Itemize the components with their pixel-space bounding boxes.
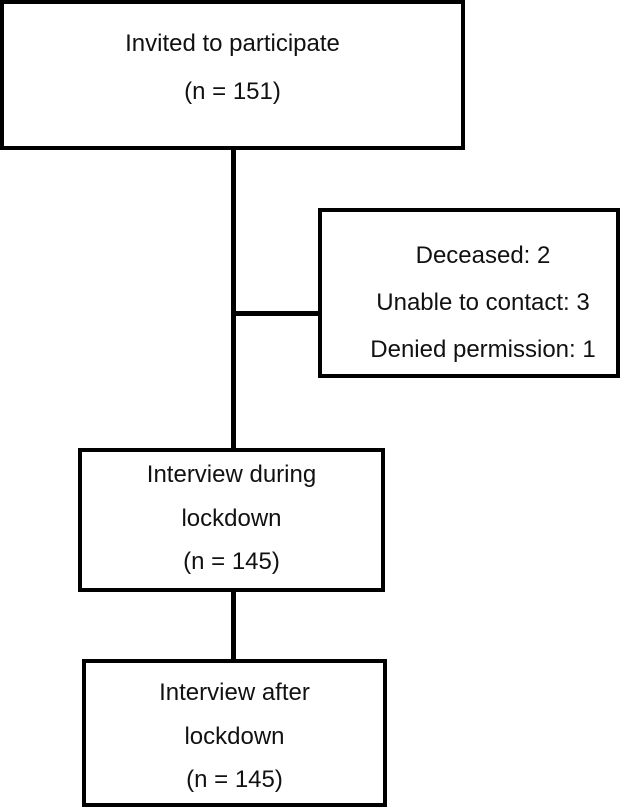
flow-box-exclusions-line-3: Denied permission: 1 xyxy=(370,336,596,363)
flow-box-exclusions-line-1: Deceased: 2 xyxy=(415,242,551,269)
flow-box-invited: Invited to participate (n = 151) xyxy=(0,0,465,150)
flow-box-interview-after-line-1: Interview after xyxy=(159,679,310,706)
flow-box-interview-during: Interview during lockdown (n = 145) xyxy=(78,448,385,592)
flow-box-interview-after-line-2: lockdown xyxy=(184,722,285,750)
connector-invited-to-during xyxy=(231,148,236,450)
flow-box-interview-after-line-3: (n = 145) xyxy=(186,766,283,793)
flow-box-interview-after: Interview after lockdown (n = 145) xyxy=(82,659,387,807)
flow-box-exclusions-line-2: Unable to contact: 3 xyxy=(376,289,590,316)
flow-box-interview-during-line-1: Interview during xyxy=(146,461,317,488)
flow-box-interview-during-line-3: (n = 145) xyxy=(183,548,280,575)
connector-branch-exclusions xyxy=(233,311,320,316)
connector-during-to-after xyxy=(231,590,236,661)
flow-box-interview-during-line-2: lockdown xyxy=(181,504,282,532)
flow-box-invited-line-2: (n = 151) xyxy=(184,78,281,105)
flow-box-invited-line-1: Invited to participate xyxy=(125,30,340,57)
flow-box-exclusions: Deceased: 2 Unable to contact: 3 Denied … xyxy=(318,208,620,378)
